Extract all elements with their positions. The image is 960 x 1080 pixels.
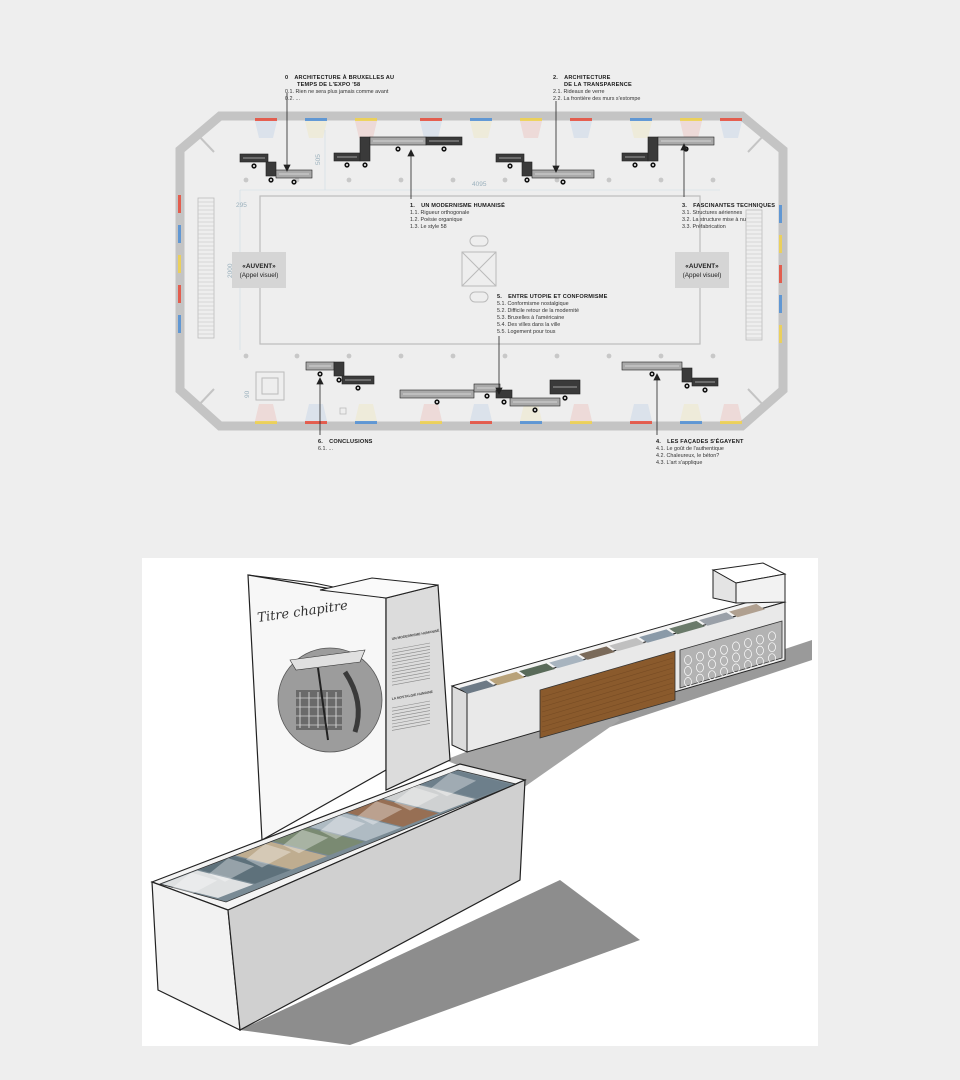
svg-text:1.1. Rigueur orthogonale: 1.1. Rigueur orthogonale bbox=[410, 210, 469, 216]
svg-text:(Appel visuel): (Appel visuel) bbox=[683, 272, 722, 279]
svg-text:3.2. La structure mise à nu: 3.2. La structure mise à nu bbox=[682, 217, 746, 223]
light-mark bbox=[779, 265, 782, 283]
right-staircase bbox=[745, 209, 763, 341]
svg-text:5.ENTRE UTOPIE ET CONFORMISME: 5.ENTRE UTOPIE ET CONFORMISME bbox=[497, 294, 608, 300]
light-mark bbox=[178, 285, 181, 303]
central-structure bbox=[461, 235, 497, 303]
light-mark bbox=[355, 421, 377, 424]
light-mark bbox=[779, 235, 782, 253]
section-2-label: 2.ARCHITECTURE DE LA TRANSPARENCE 2.1. R… bbox=[553, 75, 640, 102]
light-mark bbox=[680, 421, 702, 424]
svg-text:5.5. Logement pour tous: 5.5. Logement pour tous bbox=[497, 329, 556, 335]
svg-text:5.4. Des villes dans la ville: 5.4. Des villes dans la ville bbox=[497, 322, 560, 328]
svg-text:«AUVENT»: «AUVENT» bbox=[685, 263, 719, 270]
section-6-label: 6.CONCLUSIONS 6.1. ... bbox=[318, 439, 373, 452]
dimension-height: 505 bbox=[315, 154, 322, 165]
svg-text:4.2. Chaleureux, le béton?: 4.2. Chaleureux, le béton? bbox=[656, 453, 719, 459]
svg-text:(Appel visuel): (Appel visuel) bbox=[240, 272, 279, 279]
shadow-front-bench bbox=[240, 880, 640, 1045]
light-mark bbox=[630, 421, 652, 424]
light-mark bbox=[779, 295, 782, 313]
light-mark bbox=[720, 118, 742, 121]
svg-text:0.2. ...: 0.2. ... bbox=[285, 96, 300, 102]
svg-text:2.ARCHITECTURE: 2.ARCHITECTURE bbox=[553, 75, 611, 81]
svg-text:4.LES FAÇADES S'ÉGAYENT: 4.LES FAÇADES S'ÉGAYENT bbox=[656, 437, 744, 445]
light-mark bbox=[255, 421, 277, 424]
svg-text:6.1. ...: 6.1. ... bbox=[318, 446, 333, 452]
light-mark bbox=[630, 118, 652, 121]
light-mark bbox=[779, 205, 782, 223]
auvent-left: «AUVENT» (Appel visuel) bbox=[232, 252, 286, 288]
light-mark bbox=[520, 421, 542, 424]
columns bbox=[243, 177, 716, 359]
svg-text:1.UN MODERNISME HUMANISÉ: 1.UN MODERNISME HUMANISÉ bbox=[410, 201, 505, 209]
panel-text-2: LA NOSTALGIE HUMAINE bbox=[391, 690, 433, 701]
section-3-label: 3.FASCINANTES TECHNIQUES 3.1. Structures… bbox=[682, 203, 775, 230]
svg-text:5.3. Bruxelles à l'américaine: 5.3. Bruxelles à l'américaine bbox=[497, 315, 564, 321]
light-mark bbox=[178, 255, 181, 273]
light-mark bbox=[355, 118, 377, 121]
svg-text:1.3. Le style 58: 1.3. Le style 58 bbox=[410, 224, 447, 230]
light-mark bbox=[470, 421, 492, 424]
exhibition-floor-plan: 4095 505 295 2000 90 «AUVENT» (Appel vis… bbox=[175, 74, 788, 466]
light-mark bbox=[570, 421, 592, 424]
light-mark bbox=[420, 421, 442, 424]
svg-text:TEMPS DE L'EXPO '58: TEMPS DE L'EXPO '58 bbox=[297, 82, 360, 88]
light-mark bbox=[178, 225, 181, 243]
light-mark bbox=[178, 195, 181, 213]
section-1-label: 1.UN MODERNISME HUMANISÉ 1.1. Rigueur or… bbox=[410, 201, 505, 230]
tall-panel: Titre chapitre UN MODERNISME HUMANISÉ LA… bbox=[247, 574, 451, 841]
svg-text:0.1. Rien ne sera plus jamais: 0.1. Rien ne sera plus jamais comme avan… bbox=[285, 89, 389, 95]
long-bench bbox=[450, 562, 787, 753]
light-mark bbox=[305, 421, 327, 424]
svg-text:5.2. Difficile retour de la mo: 5.2. Difficile retour de la modernité bbox=[497, 308, 579, 314]
svg-text:2.1. Rideaux de verre: 2.1. Rideaux de verre bbox=[553, 89, 605, 95]
svg-text:3.1. Structures aériennes: 3.1. Structures aériennes bbox=[682, 210, 743, 216]
light-mark bbox=[470, 118, 492, 121]
svg-text:6.CONCLUSIONS: 6.CONCLUSIONS bbox=[318, 439, 373, 445]
section-5-label: 5.ENTRE UTOPIE ET CONFORMISME 5.1. Confo… bbox=[497, 294, 608, 335]
light-mark bbox=[570, 118, 592, 121]
light-mark bbox=[779, 325, 782, 343]
light-mark bbox=[720, 421, 742, 424]
svg-text:3.FASCINANTES TECHNIQUES: 3.FASCINANTES TECHNIQUES bbox=[682, 203, 775, 209]
svg-text:4.3. L'art s'applique: 4.3. L'art s'applique bbox=[656, 460, 702, 466]
svg-text:DE LA TRANSPARENCE: DE LA TRANSPARENCE bbox=[564, 82, 632, 88]
dimension-side: 2000 bbox=[227, 263, 234, 278]
lighting-marks bbox=[178, 118, 782, 424]
dimension-small: 90 bbox=[244, 390, 251, 398]
light-mark bbox=[420, 118, 442, 121]
svg-text:4.1. Le goût de l'authentique: 4.1. Le goût de l'authentique bbox=[656, 446, 724, 452]
svg-text:3.3. Préfabrication: 3.3. Préfabrication bbox=[682, 224, 726, 230]
dimension-offset: 295 bbox=[236, 202, 247, 209]
svg-text:5.1. Conformisme nostalgique: 5.1. Conformisme nostalgique bbox=[497, 301, 569, 307]
light-mark bbox=[680, 118, 702, 121]
exhibit-modules bbox=[239, 136, 719, 413]
front-bench bbox=[150, 763, 527, 1032]
left-staircase bbox=[197, 197, 215, 339]
leader-arrows bbox=[283, 93, 688, 435]
light-mark bbox=[178, 315, 181, 333]
svg-text:2.2. La frontière des murs s'e: 2.2. La frontière des murs s'estompe bbox=[553, 96, 640, 102]
svg-text:1.2. Poésie organique: 1.2. Poésie organique bbox=[410, 217, 462, 223]
svg-text:«AUVENT»: «AUVENT» bbox=[242, 263, 276, 270]
light-mark bbox=[520, 118, 542, 121]
light-mark bbox=[305, 118, 327, 121]
auvent-right: «AUVENT» (Appel visuel) bbox=[675, 252, 729, 288]
dimension-length: 4095 bbox=[472, 181, 487, 188]
light-mark bbox=[255, 118, 277, 121]
section-4-label: 4.LES FAÇADES S'ÉGAYENT 4.1. Le goût de … bbox=[656, 437, 744, 466]
